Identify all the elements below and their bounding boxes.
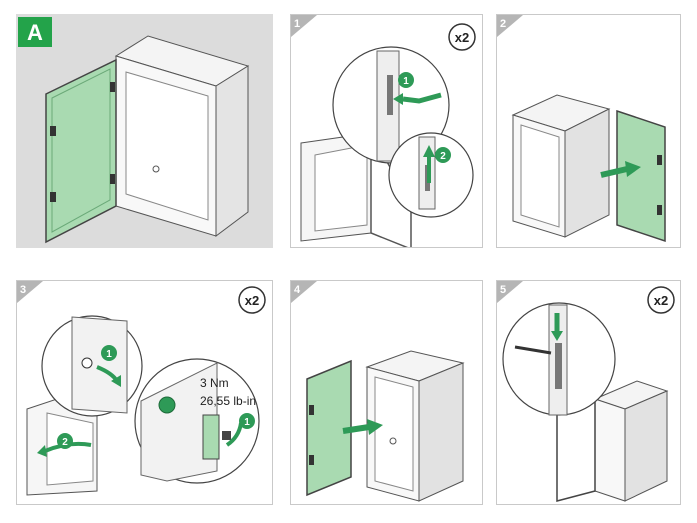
step-3-marker-2: 2 [62,437,68,448]
step-1-marker-1: 1 [403,76,409,87]
panel-a-door [45,58,117,244]
step-3-marker-1a: 1 [106,349,112,360]
step-4-arrow [342,424,370,434]
step-5-multiplier: x2 [654,293,668,308]
step-1-panel: 1 x2 1 2 [290,14,483,248]
step-4-enclosure [365,350,465,502]
step-5-number: 5 [500,284,506,296]
step-5-enclosure [556,380,669,502]
step-4-number: 4 [294,284,301,296]
step-1-hinge-detail [376,50,442,162]
step-2-arrow [600,166,628,178]
step-2-panel: 2 [496,14,681,248]
step-3-torque-lbin: 26,55 lb-in [200,394,256,408]
panel-a-badge-bg [18,17,52,47]
step-2-number: 2 [500,18,506,30]
enclosure-open [45,35,250,244]
step-3-hinge-screw [140,362,243,482]
step-3-marker-1b: 1 [244,417,250,428]
step-3-door-edge [71,316,128,414]
step-2-enclosure [511,94,611,238]
panel-a: A [16,14,273,248]
step-3-torque-nm: 3 Nm [200,376,229,390]
step-3-panel: 3 x2 2 1 1 3 Nm 26,55 lb-in [16,280,273,505]
step-5-panel: 5 x2 [496,280,681,505]
step-2-door [616,109,666,243]
step-5-hinge-pin [514,304,568,416]
step-1-marker-2: 2 [440,151,446,162]
panel-a-badge: A [27,20,43,45]
step-3-number: 3 [20,284,26,296]
step-4-door [306,359,352,497]
step-4-panel: 4 [290,280,483,505]
step-3-multiplier: x2 [245,293,259,308]
step-1-number: 1 [294,18,300,30]
step-1-hinge-detail-bottom [418,136,436,210]
step-1-multiplier: x2 [455,30,469,45]
